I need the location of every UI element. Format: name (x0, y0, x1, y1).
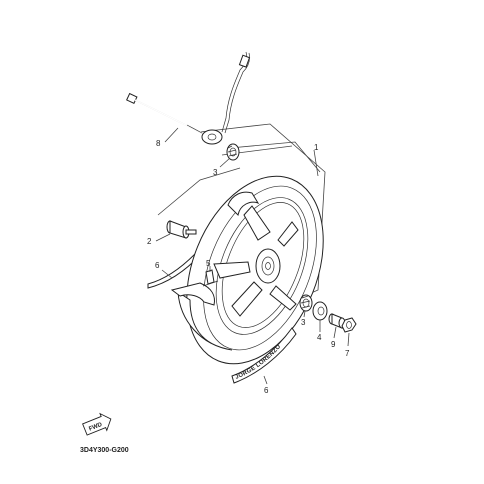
axle-nut (341, 317, 357, 333)
fwd-arrow-icon: FWD (82, 412, 112, 436)
leader-line-9 (333, 326, 337, 339)
leader-line-7 (347, 332, 350, 347)
callout-3-lower: 3 (301, 318, 306, 327)
callout-6-left: 6 (155, 261, 160, 270)
bearing-upper (226, 143, 240, 161)
callout-2: 2 (147, 237, 152, 246)
axle-bolt (126, 92, 203, 134)
callout-7: 7 (345, 349, 350, 358)
oil-seal (312, 301, 328, 321)
callout-4: 4 (317, 333, 322, 342)
leader-line-3a (219, 157, 231, 168)
callout-1: 1 (314, 143, 319, 152)
leader-line-3b (303, 310, 306, 318)
leader-line-6a (161, 269, 173, 279)
leader-line-8 (164, 127, 179, 143)
spacer (328, 313, 346, 329)
collar (166, 220, 197, 239)
callout-9: 9 (331, 340, 336, 349)
callout-6-lower: 6 (264, 386, 269, 395)
fwd-label: FWD (88, 422, 104, 433)
callout-5: 5 (206, 259, 211, 268)
drawing-code: 3D4Y300-G200 (80, 447, 129, 454)
bearing-lower (299, 294, 313, 312)
valve (202, 269, 219, 287)
wheel (170, 175, 324, 365)
leader-line-2 (155, 233, 171, 242)
leader-line-6b (263, 375, 268, 385)
callout-8: 8 (156, 139, 161, 148)
callout-3-upper: 3 (213, 168, 218, 177)
speedometer-cable (201, 51, 251, 145)
